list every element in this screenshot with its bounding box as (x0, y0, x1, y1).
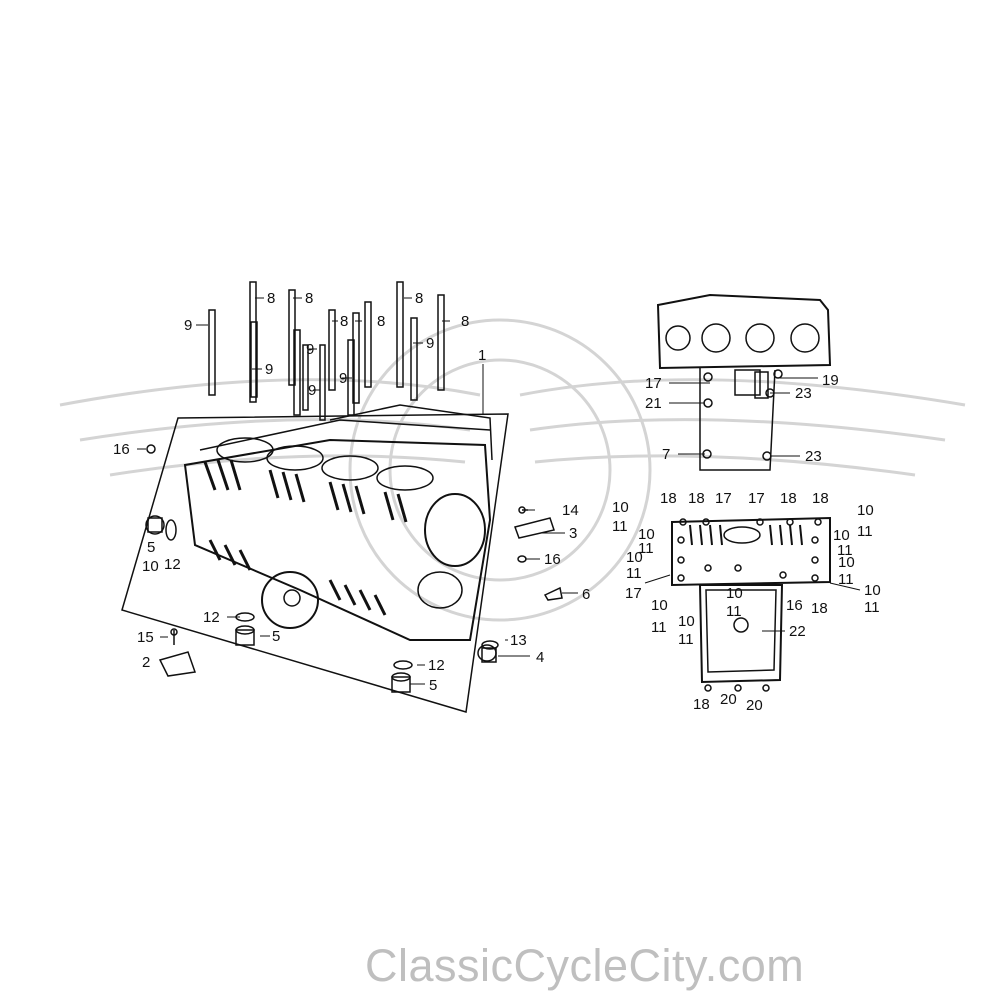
leader-lines (137, 297, 861, 685)
callout-10: 10 (833, 527, 850, 544)
callout-21: 21 (645, 395, 662, 412)
callout-10: 10 (638, 526, 655, 543)
callout-8: 8 (305, 290, 314, 307)
callout-10: 10 (142, 558, 159, 575)
callout-23: 23 (805, 448, 822, 465)
callout-11: 11 (638, 540, 654, 557)
switch-4 (477, 644, 497, 663)
callout-18: 18 (693, 696, 710, 713)
callout-9: 9 (306, 341, 315, 358)
callout-18: 18 (780, 490, 797, 507)
callout-17: 17 (625, 585, 642, 602)
callout-11: 11 (612, 518, 628, 535)
callout-11: 11 (678, 631, 694, 648)
callout-8: 8 (461, 313, 470, 330)
crankcase-fins (203, 459, 408, 616)
callout-5: 5 (147, 539, 156, 556)
plug-5-bottom (391, 672, 411, 693)
callout-9: 9 (308, 382, 317, 399)
clip-6 (543, 586, 563, 601)
callout-14: 14 (562, 502, 579, 519)
callout-20: 20 (746, 697, 763, 714)
callout-13: 13 (510, 632, 527, 649)
plate-3 (514, 517, 555, 539)
callout-10: 10 (626, 549, 643, 566)
callout-15: 15 (137, 629, 154, 646)
callout-10: 10 (612, 499, 629, 516)
dowel-16-left (146, 444, 156, 454)
callout-20: 20 (720, 691, 737, 708)
lower-crankcase-fins (689, 524, 803, 546)
callout-17: 17 (748, 490, 765, 507)
callout-16: 16 (113, 441, 130, 458)
callout-10: 10 (651, 597, 668, 614)
callout-1: 1 (478, 347, 487, 364)
callout-22: 22 (789, 623, 806, 640)
callout-10: 10 (726, 585, 743, 602)
plug-5-left (145, 515, 165, 535)
callout-10: 10 (864, 582, 881, 599)
dowel-16-right (517, 555, 527, 563)
watermark-text: ClassicCycleCity.com (365, 940, 805, 991)
callout-9: 9 (426, 335, 435, 352)
callout-17: 17 (715, 490, 732, 507)
callout-7: 7 (662, 446, 671, 463)
callout-18: 18 (688, 490, 705, 507)
o-ring-12-left (165, 519, 177, 541)
callout-2: 2 (142, 654, 151, 671)
o-ring-12-bottom (393, 660, 413, 670)
callout-17: 17 (645, 375, 662, 392)
callout-5: 5 (272, 628, 281, 645)
callout-16: 16 (786, 597, 803, 614)
lower-crankcase-right (671, 516, 831, 692)
callout-11: 11 (626, 565, 642, 582)
callout-8: 8 (415, 290, 424, 307)
callout-3: 3 (569, 525, 578, 542)
callout-9: 9 (184, 317, 193, 334)
o-ring-13 (481, 640, 499, 650)
screw-14 (518, 506, 528, 514)
callout-8: 8 (340, 313, 349, 330)
callout-12: 12 (164, 556, 181, 573)
callout-4: 4 (536, 649, 545, 666)
bracket-2 (158, 651, 197, 677)
callout-18: 18 (811, 600, 828, 617)
callout-11: 11 (837, 542, 853, 559)
plug-5-middle (235, 625, 255, 646)
callout-8: 8 (377, 313, 386, 330)
callout-18: 18 (812, 490, 829, 507)
crankcase-frame (121, 413, 509, 713)
callout-9: 9 (339, 370, 348, 387)
callout-10: 10 (838, 554, 855, 571)
callout-11: 11 (838, 571, 854, 588)
callout-23: 23 (795, 385, 812, 402)
callout-16: 16 (544, 551, 561, 568)
callout-11: 11 (651, 619, 667, 636)
callout-6: 6 (582, 586, 591, 603)
callout-10: 10 (678, 613, 695, 630)
callout-5: 5 (429, 677, 438, 694)
callout-11: 11 (864, 599, 880, 616)
callout-18: 18 (660, 490, 677, 507)
bolt-15 (170, 628, 178, 645)
upper-crankcase-right (656, 293, 832, 471)
callout-12: 12 (203, 609, 220, 626)
callout-12: 12 (428, 657, 445, 674)
callout-10: 10 (857, 502, 874, 519)
short-stud-bolts (208, 309, 418, 421)
callout-8: 8 (267, 290, 276, 307)
callout-11: 11 (726, 603, 742, 620)
callout-9: 9 (265, 361, 274, 378)
o-ring-12-middle (235, 612, 255, 622)
long-stud-bolts (249, 281, 445, 404)
callout-11: 11 (857, 523, 873, 540)
crankcase-body (183, 404, 493, 641)
callout-19: 19 (822, 372, 839, 389)
